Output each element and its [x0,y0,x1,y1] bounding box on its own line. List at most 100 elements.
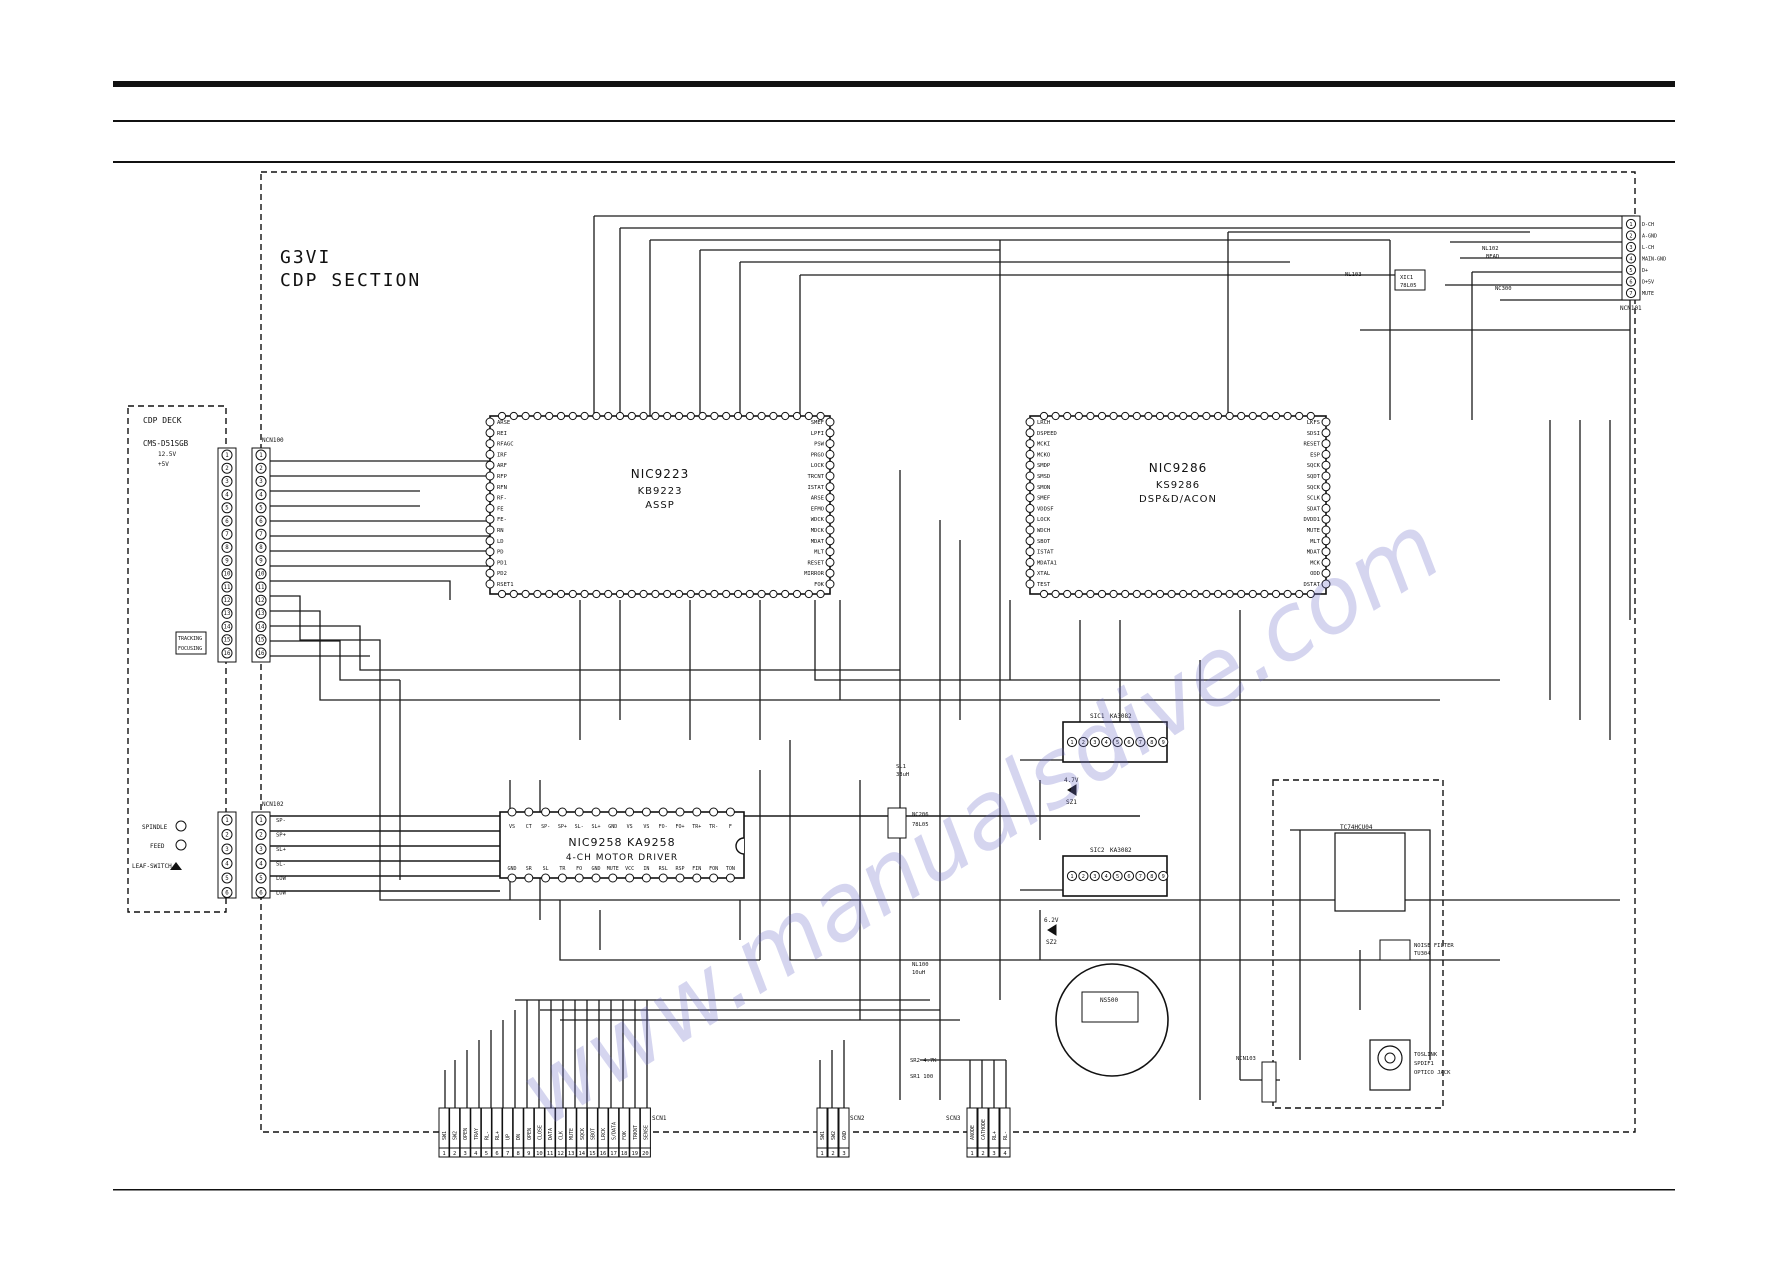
asp-bottom-pin [769,589,778,599]
dsp-right-pin [1321,514,1331,524]
scn3-pins-label: ANODE [970,1125,976,1140]
sz1-val: 4.7V [1064,777,1079,784]
cn100-left-pin [221,568,233,580]
cn102-right-pin-num: 1 [259,818,263,824]
asp-top-pin [804,411,813,421]
dsp-bottom-pin [1295,589,1304,599]
dsp-left-pin [1025,525,1035,535]
cn102-right-pin [255,814,267,826]
scn1-pins-num: 13 [568,1151,575,1157]
asp-right-pin-label: RESET [807,560,824,566]
asp-right-pin [825,568,835,578]
dsp-left-pin-label: ISTAT [1037,550,1054,556]
cn100-left-pin-num: 14 [224,624,231,630]
sic1-pin-num: 5 [1116,740,1119,746]
scn1-pins-num-cell [533,1147,545,1158]
dsp-right-pin-label: MDAT [1307,550,1321,556]
cn100-left-pin [221,607,233,619]
scn1-pins-label: TRAY [474,1128,480,1140]
motor-bottom-pin-label: TON [726,866,735,872]
asp-right-pin-label: LOCK [811,463,825,469]
scn1-pins-label: DATA [548,1128,554,1140]
cn100-left-pin-num: 1 [225,453,229,459]
scn1-pins-num-cell [459,1147,471,1158]
asp-right-pin-label: EFMO [811,506,824,512]
cn102-right-pin [255,843,267,855]
dsp-bottom-pin [1237,589,1246,599]
scn1-pins-num-cell [586,1147,598,1158]
motor-bottom-pin [658,873,668,883]
motor-bottom-pin-label: SL [543,866,549,872]
scn1-pins-label: RL+ [495,1131,501,1140]
sic2-pin [1112,870,1123,882]
cn102-left-pin [221,872,233,884]
asp-right-pin-label: MDCK [811,528,825,534]
cn100-right-pin [255,581,267,593]
motor-bottom-pin [725,873,735,883]
dsp-body [1029,415,1327,595]
asp-bottom-pin [521,589,530,599]
cn101-pin [1625,264,1637,276]
cn102-label: NCN102 [262,801,284,808]
dsp-left-pin [1025,428,1035,438]
cn100-left-pin-num: 12 [224,598,231,604]
scn2-pins-num-cell [827,1147,839,1158]
cn101-pin-label: D+5V [1642,280,1654,286]
scn1-pins-num: 15 [589,1151,596,1157]
nl100-label: NL100 [912,962,929,968]
dsp-right-pin-label: SDAT [1307,506,1321,512]
cn100-right-pin-num: 4 [259,492,263,498]
cn100-right-pin-num: 11 [258,585,265,591]
scn1-pins-num-cell [639,1147,651,1158]
scn1-pins-num: 17 [610,1151,617,1157]
asp-left-pin-label: PD [497,550,504,556]
scn1-pins-label: LRCK [601,1128,607,1140]
xic1-ref: XIC1 [1400,275,1413,281]
asp-left-pin [485,439,495,449]
asp-top-pin [627,411,636,421]
sic2-pin [1158,870,1169,882]
cn101-pin-label: MUTE [1642,291,1654,297]
scn1-pins-label: MUTE [569,1128,575,1140]
motor-top-pin-label: VS [627,824,633,830]
optical-module: TC74HCU04 NOISE FILTER TU304 TOSLINK SPD… [1236,824,1454,1103]
cn100-right-pin [255,541,267,553]
scn2-pins-num: 1 [820,1151,823,1157]
scn1-label: SCN1 [652,1115,667,1122]
sic1-pin [1066,736,1078,748]
zener-sz2-icon [1047,924,1057,936]
dsp-bottom-pin [1155,589,1165,599]
asp-left-pin [485,493,495,503]
dsp-top-pin [1179,411,1188,421]
sic1-pin-num: 4 [1105,740,1108,746]
sic2-pin [1135,870,1146,882]
asp-top-pin [722,411,731,421]
third-rule [113,161,1675,163]
dsp-right-pin-label: MCK [1310,560,1321,566]
scn2-pins-num-cell [838,1147,850,1158]
cn100-left-pin [221,555,233,567]
dsp-top-pin [1086,411,1095,421]
motor-bottom-pin [507,873,517,883]
nic104-box [887,807,907,839]
dsp-right-pin [1321,568,1331,578]
scn1-pins-num: 3 [464,1151,467,1157]
sic2-pin-num: 8 [1150,874,1153,880]
dsp-bottom-pin [1144,589,1153,599]
asp-left-pin-label: FE- [497,517,507,523]
scn1-connector: SW11SW22OPEN3TRAY4RL-5RL+6UP7DN8OPEN9CLO… [438,1107,667,1158]
asp-right-pin-label: PSW [814,442,825,448]
dsp-bottom-pin [1132,589,1141,599]
dsp-top-pin [1039,411,1049,421]
dsp-top-pin [1051,411,1060,421]
asp-right-pin [825,579,835,589]
scn1-pins-cell [491,1107,503,1149]
scn1-pins-label: CLK [559,1131,565,1140]
asp-bottom-pin [545,589,554,599]
cn100-left-pin-num: 6 [225,519,229,525]
scn1-pins-num-cell [470,1147,482,1158]
asp-bottom-pin [509,589,518,599]
asp-left-pin-label: ARF [497,463,507,469]
